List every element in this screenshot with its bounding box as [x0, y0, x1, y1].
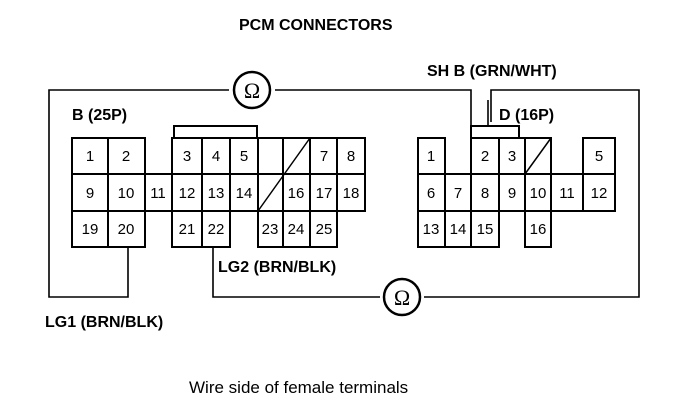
connector-d-pins: 1 2 3 5 6 7 8 9 10 11 12 13 14 15 16	[423, 148, 608, 238]
b-cell	[229, 173, 259, 212]
pin-label: 10	[118, 185, 135, 202]
pin-label: 22	[208, 221, 225, 238]
ohm-symbol-bottom: Ω	[394, 285, 410, 310]
d-cell	[582, 137, 616, 175]
pin-label: 25	[316, 221, 333, 238]
pin-label: 12	[179, 185, 196, 202]
pin-label: 1	[427, 148, 435, 165]
pin-label: 21	[179, 221, 196, 238]
b-blocked-cell	[257, 137, 284, 175]
b-cell	[282, 210, 311, 248]
pin-label: 2	[481, 148, 489, 165]
pin-label: 4	[212, 148, 220, 165]
caption: Wire side of female terminals	[189, 378, 408, 397]
pin-label: 19	[82, 221, 99, 238]
ohmmeter-bottom: Ω	[382, 277, 422, 317]
pin-label: 5	[240, 148, 248, 165]
b-cell	[229, 137, 259, 175]
pin-label: 20	[118, 221, 135, 238]
pin-label: 11	[559, 185, 575, 202]
pin-label: 11	[150, 185, 166, 202]
pin-label: 7	[320, 148, 328, 165]
ohmmeter-top: Ω	[232, 70, 272, 110]
pin-label: 1	[86, 148, 94, 165]
b-cell	[201, 210, 231, 248]
pin-label: 3	[508, 148, 516, 165]
lg2-label: LG2 (BRN/BLK)	[218, 259, 336, 276]
wire-bottom-left	[212, 240, 380, 298]
d-cell	[582, 173, 616, 212]
b-cell	[309, 173, 338, 212]
b-cell	[309, 210, 338, 248]
pin-label: 6	[427, 185, 435, 202]
pin-label: 9	[86, 185, 94, 202]
pin-label: 2	[122, 148, 130, 165]
pin-label: 8	[481, 185, 489, 202]
ohmmeter-top-ring	[232, 70, 272, 110]
b-cell	[282, 173, 311, 212]
pin-label: 12	[591, 185, 608, 202]
pin-label: 17	[316, 185, 333, 202]
pin-label: 15	[477, 221, 494, 238]
diagram-title: PCM CONNECTORS	[239, 17, 393, 34]
connector-b-tab	[173, 125, 258, 139]
pin-label: 24	[288, 221, 305, 238]
pin-label: 10	[530, 185, 547, 202]
connector-d	[417, 125, 616, 248]
d-cell	[417, 210, 446, 248]
b-cell	[309, 137, 338, 175]
pin-label: 13	[423, 221, 440, 238]
pin-label: 5	[595, 148, 603, 165]
d-cell	[498, 137, 526, 175]
sh-b-label: SH B (GRN/WHT)	[427, 63, 557, 80]
d-cell	[498, 173, 526, 212]
connector-b-label: B (25P)	[72, 107, 127, 124]
d-blocked-diagonal	[524, 137, 552, 175]
b-blocked-diagonal	[257, 137, 311, 212]
b-cell	[201, 173, 231, 212]
pin-label: 14	[450, 221, 467, 238]
connector-d-label: D (16P)	[499, 107, 554, 124]
b-cell	[336, 173, 366, 212]
ohm-symbol-top: Ω	[244, 78, 260, 103]
wire-top-right	[275, 89, 488, 139]
connector-d-tab	[470, 125, 520, 139]
d-cell	[524, 210, 552, 248]
pin-label: 16	[530, 221, 547, 238]
ohmmeter-bottom-ring	[382, 277, 422, 317]
pin-label: 18	[343, 185, 360, 202]
pin-label: 13	[208, 185, 225, 202]
wire-top	[48, 89, 229, 298]
pin-label: 23	[262, 221, 279, 238]
d-cell	[524, 173, 552, 212]
lg1-label: LG1 (BRN/BLK)	[45, 314, 163, 331]
pin-label: 3	[183, 148, 191, 165]
pin-label: 7	[454, 185, 462, 202]
pin-label: 9	[508, 185, 516, 202]
d-cell	[470, 210, 500, 248]
pin-label: 16	[288, 185, 305, 202]
pin-label: 14	[236, 185, 253, 202]
wire-bottom-right	[424, 89, 640, 298]
b-cell	[107, 210, 146, 248]
connector-b-pins: 1 2 3 4 5 7 8 9 10 11 12 13 14 16 17 18 …	[82, 148, 360, 238]
pin-label: 8	[347, 148, 355, 165]
connector-b	[71, 125, 366, 248]
